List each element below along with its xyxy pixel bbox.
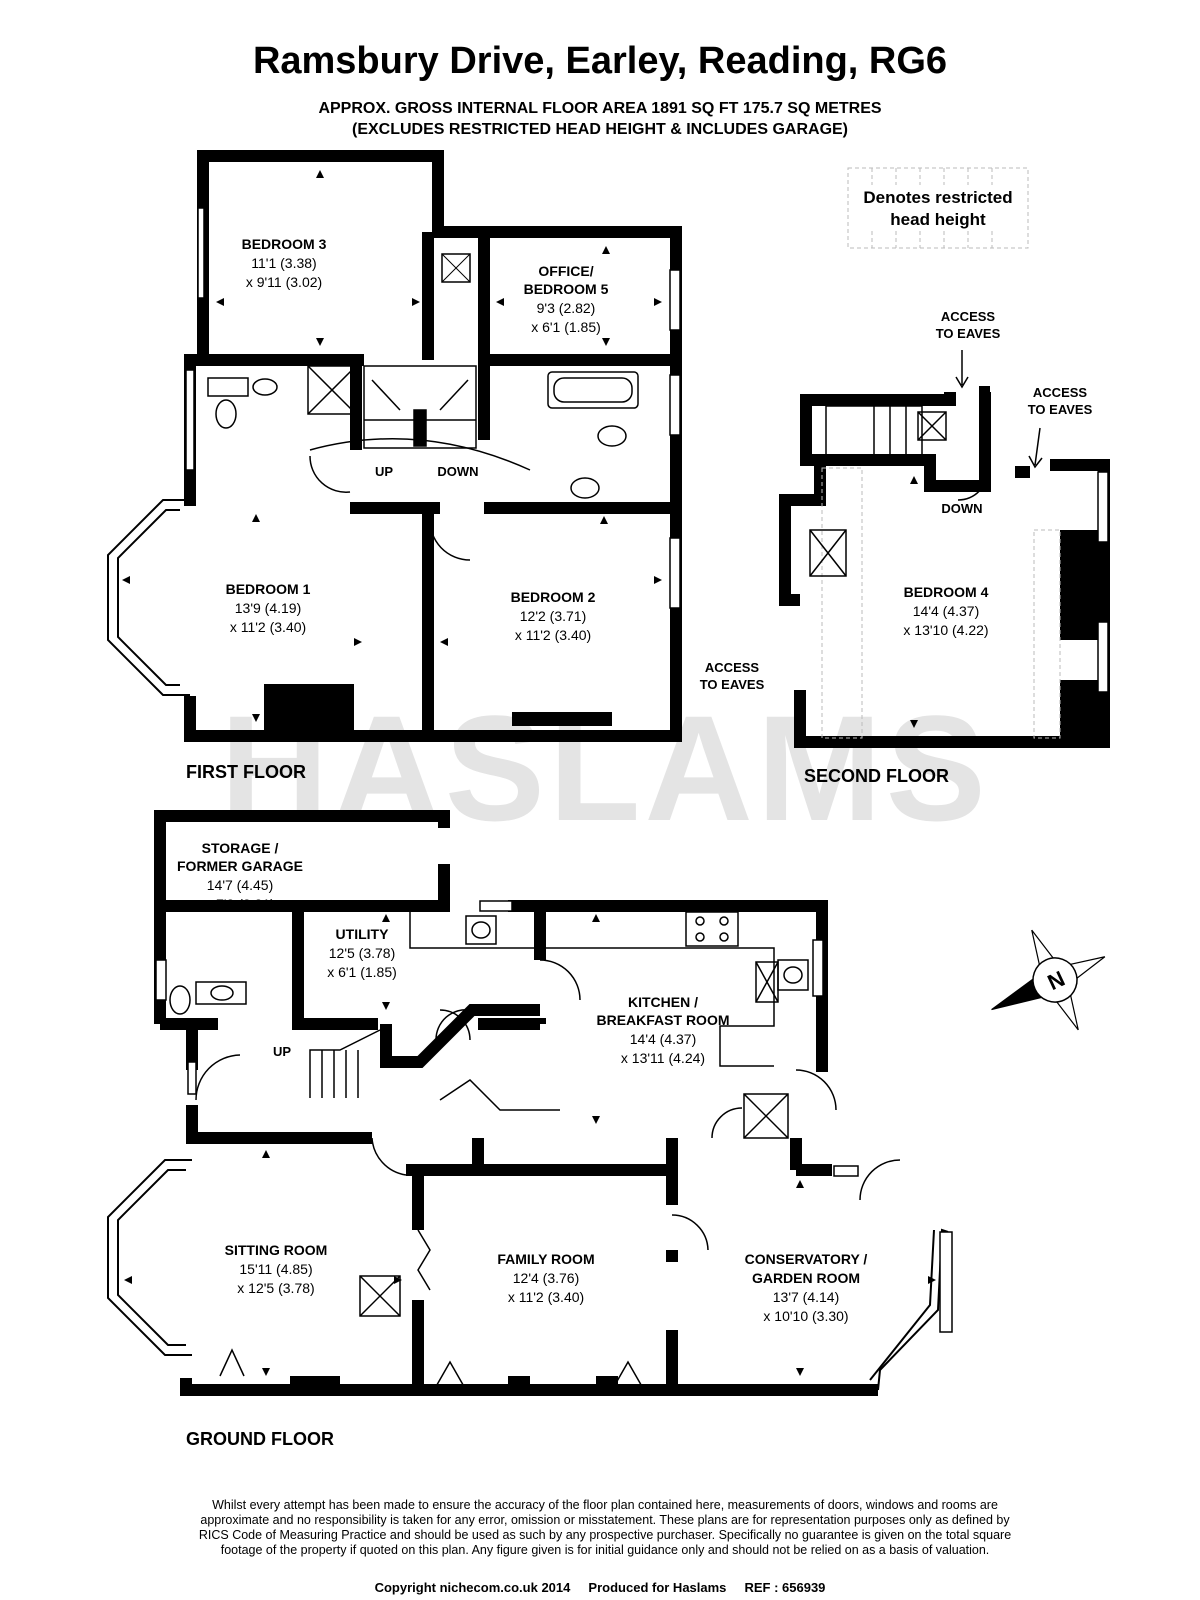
room-dim2-bedroom3: x 9'11 (3.02): [246, 274, 322, 290]
window: [1097, 471, 1109, 543]
dimension-arrows: [122, 170, 936, 1376]
chimney-stack: [1060, 680, 1102, 742]
kitchen-fixtures: [169, 911, 809, 1317]
compass-icon: [991, 929, 1106, 1031]
room-dim1-bedroom1: 13'9 (4.19): [235, 600, 302, 616]
ground-floor-stairs: [309, 1029, 560, 1111]
fireplace: [290, 1376, 340, 1390]
room-name-bedroom3: BEDROOM 3: [242, 236, 327, 252]
window: [669, 374, 681, 436]
window: [833, 1165, 859, 1177]
room-name-office-2: BEDROOM 5: [524, 281, 609, 297]
door-swings: [195, 455, 901, 1391]
area-line-2: (EXCLUDES RESTRICTED HEAD HEIGHT & INCLU…: [351, 121, 849, 138]
bedroom1-bay-window: [107, 499, 190, 696]
room-dim1-kitchen: 14'4 (4.37): [630, 1031, 697, 1047]
room-name-kitchen-2: BREAKFAST ROOM: [597, 1012, 730, 1028]
room-name-office-1: OFFICE/: [538, 263, 593, 279]
access-eaves-left-2: TO EAVES: [700, 677, 765, 692]
restricted-height-legend: [847, 167, 1029, 249]
first-floor-label: FIRST FLOOR: [186, 762, 306, 782]
second-floor-walls: [779, 386, 1110, 748]
room-dim1-bedroom2: 12'2 (3.71): [520, 608, 587, 624]
page-title: Ramsbury Drive, Earley, Reading, RG6: [252, 40, 948, 82]
window: [1097, 621, 1109, 693]
room-dim2-kitchen: x 13'11 (4.24): [621, 1050, 705, 1066]
room-name-bedroom1: BEDROOM 1: [226, 581, 311, 597]
legend-line-2: head height: [890, 210, 986, 229]
stairs-down-label: DOWN: [437, 464, 478, 479]
sitting-room-bay-window: [107, 1159, 192, 1356]
stairs-up-label-ground: UP: [273, 1044, 291, 1059]
room-name-conservatory-2: GARDEN ROOM: [752, 1270, 860, 1286]
room-dim2-conservatory: x 10'10 (3.30): [763, 1308, 848, 1324]
window: [155, 959, 167, 1001]
arrow-icon: [955, 350, 969, 389]
room-name-sitting: SITTING ROOM: [225, 1242, 328, 1258]
pillar: [508, 1376, 530, 1390]
stairs-down-label-2: DOWN: [941, 501, 982, 516]
room-dim1-bedroom4: 14'4 (4.37): [913, 603, 980, 619]
window: [197, 207, 205, 299]
access-eaves-left-1: ACCESS: [705, 660, 760, 675]
window: [479, 900, 513, 912]
ground-floor-walls: [154, 810, 878, 1396]
window: [185, 369, 195, 471]
room-dim2-bedroom2: x 11'2 (3.40): [515, 627, 591, 643]
first-floor-stairs: [309, 365, 531, 471]
access-eaves-right-1: ACCESS: [1033, 385, 1088, 400]
disclaimer: Whilst every attempt has been made to en…: [198, 1498, 1012, 1557]
window: [939, 1231, 953, 1333]
ground-floor-label: GROUND FLOOR: [186, 1429, 334, 1449]
room-dim2-sitting: x 12'5 (3.78): [237, 1280, 314, 1296]
fireplace: [512, 712, 612, 726]
window: [812, 939, 824, 997]
access-eaves-top-2: TO EAVES: [936, 326, 1001, 341]
room-name-storage-1: STORAGE /: [202, 840, 279, 856]
chimney-breast: [264, 684, 354, 736]
room-name-conservatory-1: CONSERVATORY /: [745, 1251, 868, 1267]
room-name-storage-2: FORMER GARAGE: [177, 858, 303, 874]
window: [669, 537, 681, 609]
room-dim1-office: 9'3 (2.82): [537, 300, 596, 316]
room-dim1-storage: 14'7 (4.45): [207, 877, 274, 893]
chimney-stack: [1060, 530, 1102, 640]
second-floor-label: SECOND FLOOR: [804, 766, 949, 786]
window: [669, 269, 681, 331]
room-dim2-utility: x 6'1 (1.85): [327, 964, 397, 980]
second-floor-restricted-area: [821, 467, 1061, 739]
copyright: Copyright nichecom.co.uk 2014 Produced f…: [374, 1580, 826, 1595]
conservatory-bay-window: [869, 1228, 949, 1391]
room-name-kitchen-1: KITCHEN /: [628, 994, 698, 1010]
room-dim1-utility: 12'5 (3.78): [329, 945, 396, 961]
pillar: [596, 1376, 618, 1390]
room-dim1-family: 12'4 (3.76): [513, 1270, 580, 1286]
stairs-up-label: UP: [375, 464, 393, 479]
room-name-utility: UTILITY: [336, 926, 390, 942]
room-dim2-bedroom4: x 13'10 (4.22): [903, 622, 988, 638]
room-dim2-storage: x 7'3 (2.21): [205, 896, 275, 912]
second-floor-stairs: [809, 405, 989, 577]
room-name-bedroom2: BEDROOM 2: [511, 589, 596, 605]
access-eaves-right-2: TO EAVES: [1028, 402, 1093, 417]
room-dim1-bedroom3: 11'1 (3.38): [251, 255, 316, 271]
arrow-icon: [1028, 427, 1043, 469]
access-eaves-top-1: ACCESS: [941, 309, 996, 324]
room-name-bedroom4: BEDROOM 4: [904, 584, 989, 600]
skylight: [441, 253, 471, 283]
room-dim1-conservatory: 13'7 (4.14): [773, 1289, 840, 1305]
room-name-family: FAMILY ROOM: [497, 1251, 594, 1267]
legend-line-1: Denotes restricted: [863, 188, 1012, 207]
room-dim1-sitting: 15'11 (4.85): [239, 1261, 312, 1277]
bathroom-fixtures: [207, 365, 639, 499]
room-dim2-office: x 6'1 (1.85): [531, 319, 601, 335]
area-line-1: APPROX. GROSS INTERNAL FLOOR AREA 1891 S…: [318, 100, 882, 117]
room-dim2-bedroom1: x 11'2 (3.40): [230, 619, 306, 635]
window: [187, 1061, 197, 1095]
room-dim2-family: x 11'2 (3.40): [508, 1289, 584, 1305]
